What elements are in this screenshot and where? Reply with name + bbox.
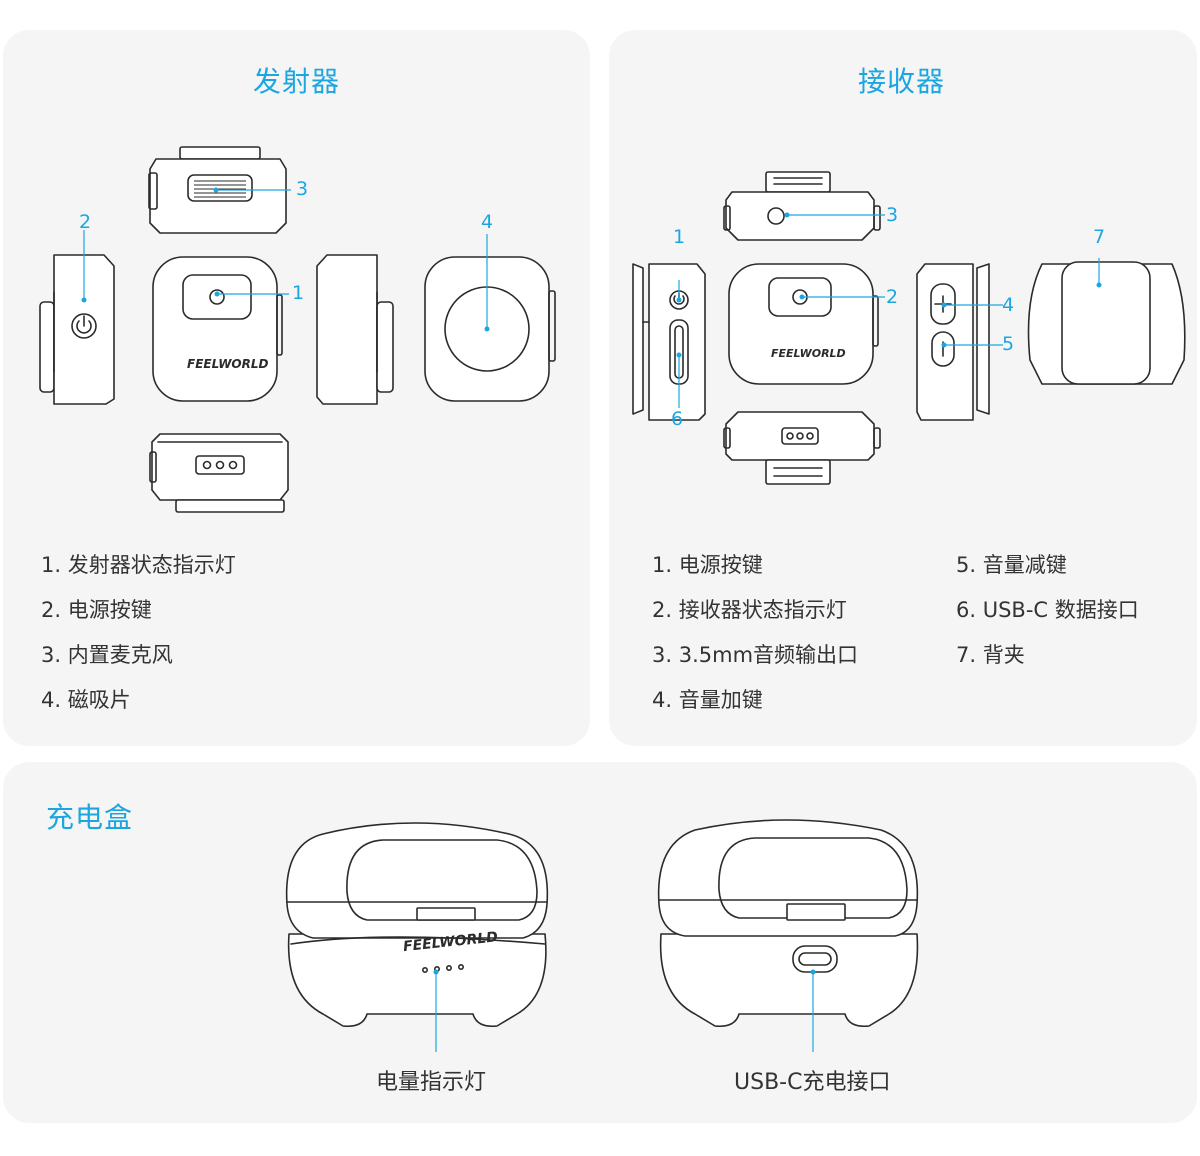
receiver-title: 接收器 [858,65,946,98]
receiver-callout-7: 7 [1093,226,1106,248]
receiver-callout-6: 6 [671,408,684,430]
list-item: 3. 3.5mm音频输出口 [652,643,859,667]
receiver-parts-list-right: 5. 音量减键 6. USB-C 数据接口 7. 背夹 [956,543,1139,678]
receiver-bottom-view [723,411,881,485]
receiver-brand-text: FEELWORLD [771,347,846,360]
receiver-callout-1: 1 [673,226,686,248]
list-item: 3. 内置麦克风 [41,643,173,667]
receiver-right-view [916,263,990,421]
receiver-back-view [1027,261,1186,385]
list-item: 7. 背夹 [956,643,1025,667]
receiver-left-view [632,263,706,421]
receiver-front-view: FEELWORLD [728,263,879,385]
list-item: 4. 音量加键 [652,688,763,712]
receiver-top-view [723,171,881,241]
list-item: 5. 音量减键 [956,553,1067,577]
charging-case-leader-lines [433,969,816,1052]
usb-c-charging-port-caption: USB-C充电接口 [734,1070,891,1095]
receiver-parts-list-left: 1. 电源按键 2. 接收器状态指示灯 3. 3.5mm音频输出口 4. 音量加… [652,543,858,723]
list-item: 2. 电源按键 [41,598,152,622]
list-item: 1. 电源按键 [652,553,763,577]
transmitter-brand-text: FEELWORLD [187,357,269,371]
transmitter-callout-3: 3 [296,178,309,200]
transmitter-right-view [316,254,394,405]
transmitter-callout-1: 1 [292,282,305,304]
receiver-callout-4: 4 [1002,294,1015,316]
receiver-callout-2: 2 [886,286,899,308]
charging-case-panel: 充电盒 FEELWORLD 电量指示灯 USB-C充电接口 [3,762,1197,1123]
list-item: 6. USB-C 数据接口 [956,598,1139,622]
receiver-callout-3: 3 [886,204,899,226]
transmitter-callout-2: 2 [79,211,92,233]
transmitter-parts-list: 1. 发射器状态指示灯 2. 电源按键 3. 内置麦克风 4. 磁吸片 [41,543,236,723]
transmitter-top-view [148,146,287,234]
transmitter-title: 发射器 [253,65,341,98]
list-item: 4. 磁吸片 [41,688,131,712]
receiver-panel: 接收器 FEELWORLD [609,30,1197,746]
list-item: 2. 接收器状态指示灯 [652,598,847,622]
transmitter-leader-lines [81,187,490,332]
battery-indicator-caption: 电量指示灯 [376,1070,487,1095]
transmitter-callout-4: 4 [481,211,494,233]
receiver-leader-lines [676,212,1102,408]
charging-case-front-view: FEELWORLD [285,822,549,1028]
list-item: 1. 发射器状态指示灯 [41,553,236,577]
transmitter-left-view [39,254,115,405]
receiver-callout-5: 5 [1002,333,1015,355]
transmitter-panel: 发射器 FEELWORLD [3,30,590,746]
charging-case-back-view [657,819,919,1028]
charging-case-title: 充电盒 [46,801,134,834]
transmitter-bottom-view [149,433,289,513]
